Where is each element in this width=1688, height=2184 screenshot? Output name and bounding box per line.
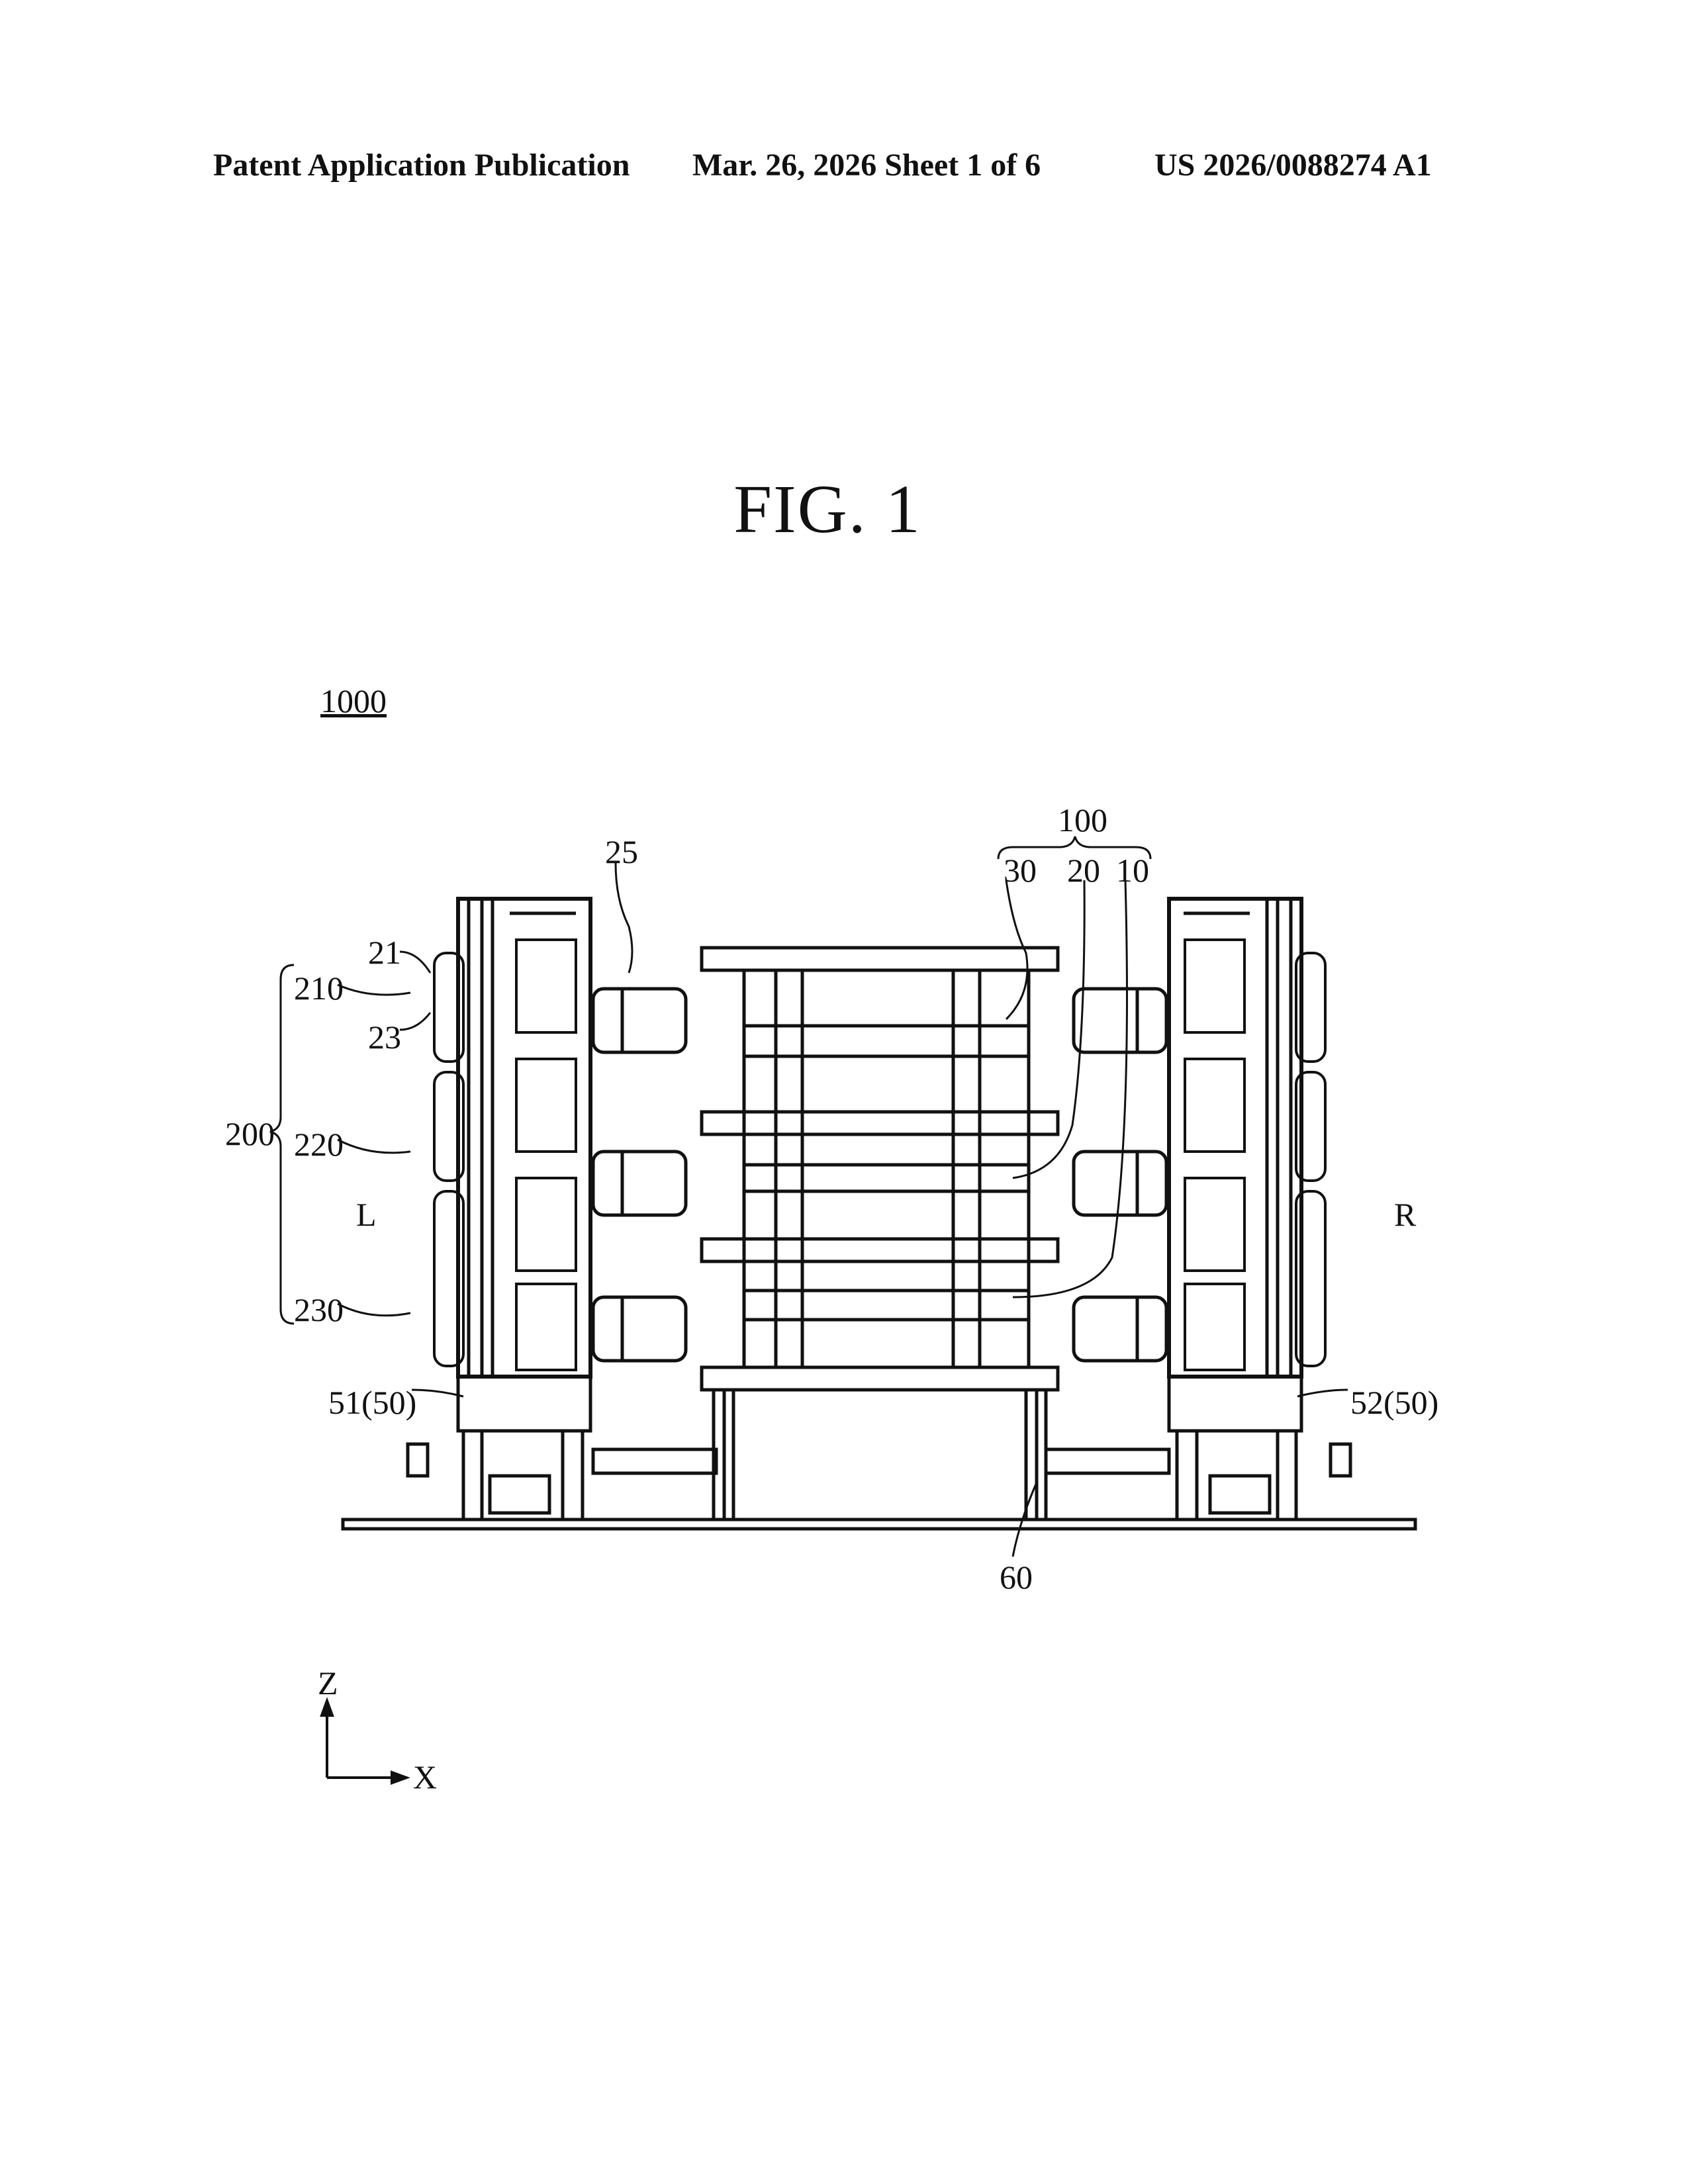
x-arrow-icon: [392, 1772, 406, 1783]
central-stack: [702, 948, 1058, 1520]
axis-z-label: Z: [318, 1664, 338, 1702]
label-210: 210: [294, 970, 344, 1007]
label-51-50: 51(50): [328, 1384, 416, 1421]
right-support: [1169, 1377, 1301, 1431]
label-100: 100: [1058, 801, 1107, 839]
label-L: L: [356, 1196, 377, 1233]
label-21: 21: [368, 934, 401, 971]
label-200: 200: [225, 1115, 275, 1152]
label-10: 10: [1116, 852, 1149, 889]
right-module-stack: [1185, 940, 1325, 1370]
label-60: 60: [1000, 1559, 1033, 1596]
left-support: [458, 1377, 590, 1431]
left-tools: [593, 989, 686, 1361]
label-52-50: 52(50): [1350, 1384, 1438, 1421]
axis-x-label: X: [413, 1758, 437, 1796]
label-1000: 1000: [320, 682, 387, 719]
label-25: 25: [605, 833, 638, 870]
z-arrow-icon: [322, 1701, 332, 1715]
axis-indicator: [322, 1701, 406, 1783]
label-23: 23: [368, 1019, 401, 1056]
left-module-stack: [434, 940, 576, 1370]
right-tools: [1074, 989, 1166, 1361]
label-20: 20: [1067, 852, 1100, 889]
label-230: 230: [294, 1291, 344, 1328]
label-220: 220: [294, 1126, 344, 1163]
right-column: [1046, 899, 1350, 1520]
label-R: R: [1394, 1196, 1417, 1233]
label-30: 30: [1004, 852, 1037, 889]
left-column: [408, 899, 716, 1520]
